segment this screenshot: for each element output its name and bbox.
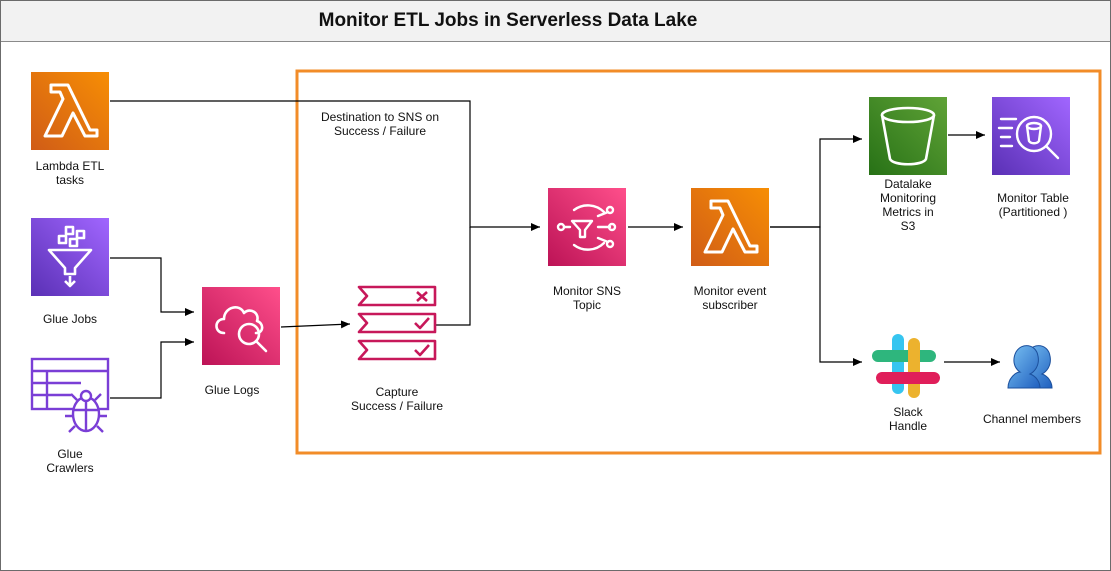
users-icon xyxy=(1007,345,1053,389)
edge-gluejobs-to-logs xyxy=(110,257,194,316)
s3-bucket-icon xyxy=(869,97,947,175)
label-slack: Slack Handle xyxy=(888,405,928,433)
checklist-icon xyxy=(357,285,437,361)
label-capture: Capture Success / Failure xyxy=(350,385,444,413)
glue-crawler-icon xyxy=(30,357,110,433)
edge-logs-to-capture xyxy=(280,320,351,329)
sns-icon xyxy=(548,188,626,266)
label-monitor-table: Monitor Table (Partitioned ) xyxy=(997,191,1069,219)
edge-subscriber-to-slack xyxy=(770,226,862,366)
lambda-icon xyxy=(31,72,109,150)
title-bar: Monitor ETL Jobs in Serverless Data Lake xyxy=(1,1,1110,42)
edge-crawlers-to-logs xyxy=(110,338,194,399)
athena-icon xyxy=(992,97,1070,175)
label-glue-crawlers: Glue Crawlers xyxy=(46,447,94,475)
connectors xyxy=(110,100,1000,399)
label-event-subscriber: Monitor event subscriber xyxy=(693,284,767,312)
edge-subscriber-to-s3 xyxy=(770,135,862,228)
label-glue-logs: Glue Logs xyxy=(204,383,260,397)
label-sns-topic: Monitor SNS Topic xyxy=(552,284,622,312)
label-channel-members: Channel members xyxy=(982,412,1082,426)
edge-lambda-to-sns xyxy=(110,100,540,231)
label-lambda-etl: Lambda ETL tasks xyxy=(35,159,105,187)
slack-icon xyxy=(872,334,940,398)
edge-label-destination: Destination to SNS on Success / Failure xyxy=(320,110,440,138)
edge-capture-to-sns xyxy=(436,227,471,326)
glue-funnel-icon xyxy=(31,218,109,296)
cloudwatch-logs-icon xyxy=(202,287,280,365)
monitoring-boundary xyxy=(295,69,1102,455)
diagram-title: Monitor ETL Jobs in Serverless Data Lake xyxy=(318,10,698,31)
label-glue-jobs: Glue Jobs xyxy=(42,312,98,326)
lambda-icon xyxy=(691,188,769,266)
label-s3-metrics: Datalake Monitoring Metrics in S3 xyxy=(879,177,937,233)
